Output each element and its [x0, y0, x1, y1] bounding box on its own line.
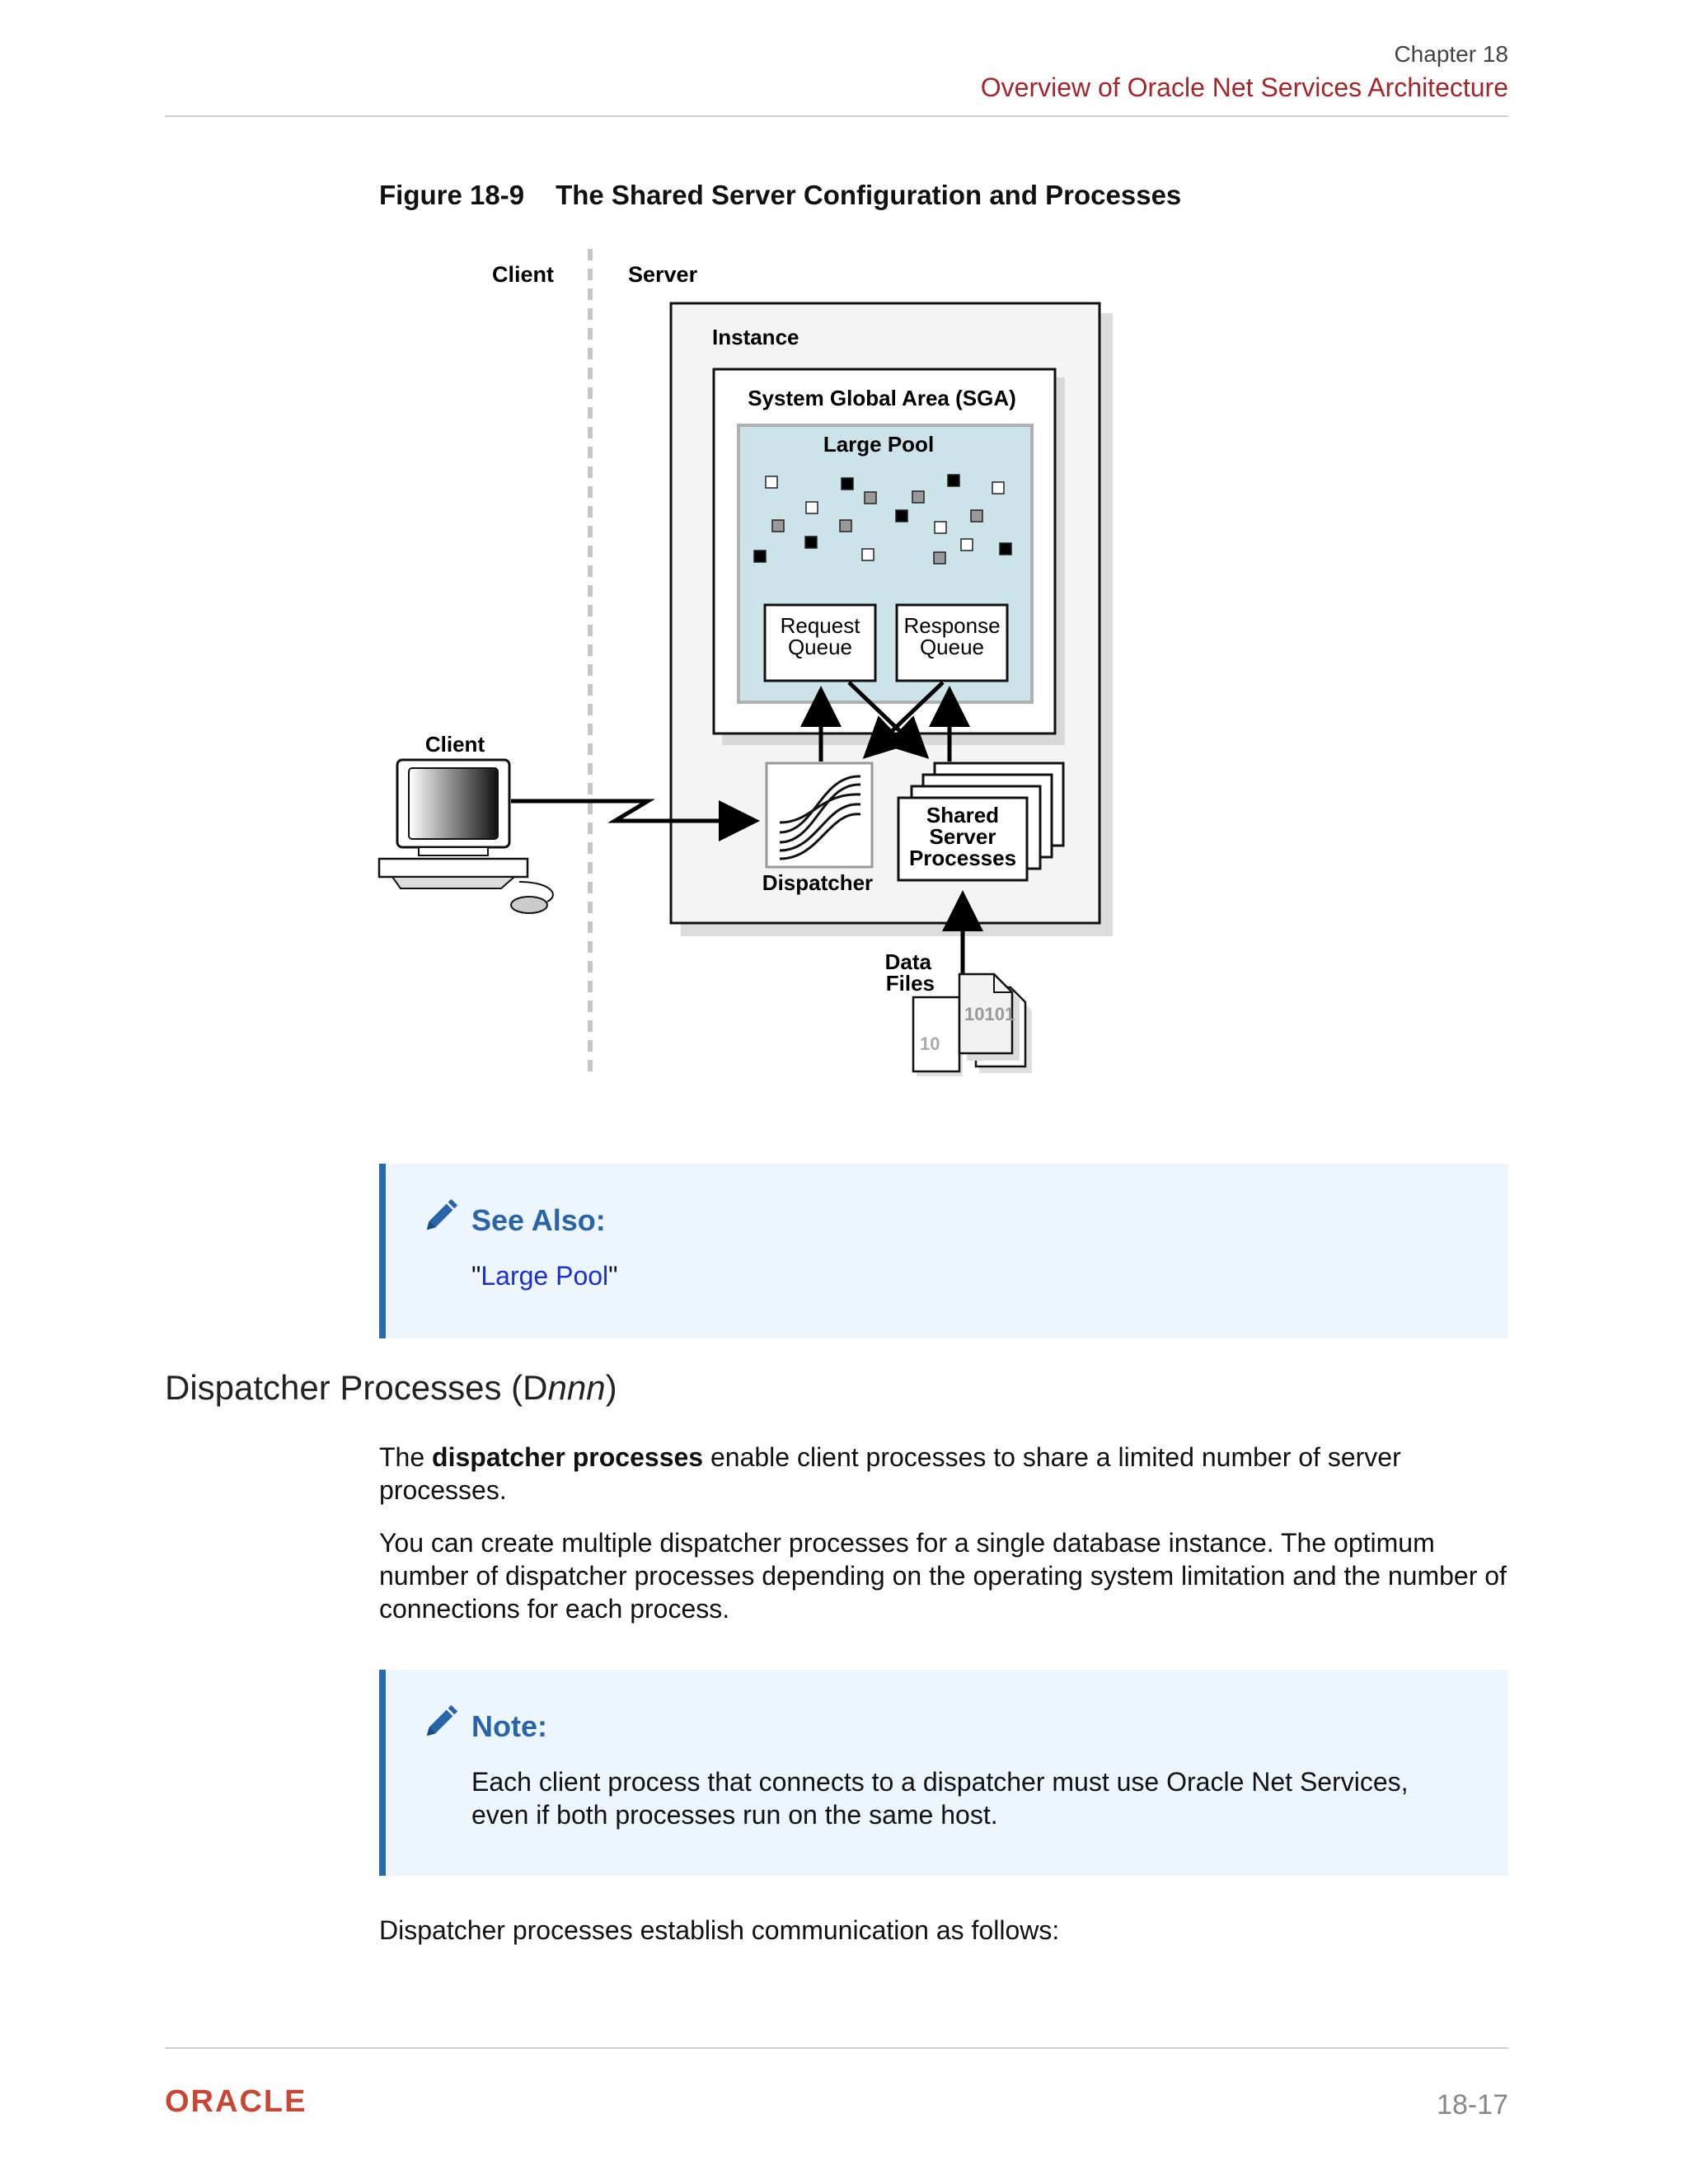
memory-block [771, 519, 785, 532]
section-heading-italic: nnn [547, 1368, 606, 1407]
paragraph-1-rest: enable client processes to share a limit… [379, 1442, 1401, 1505]
response-queue-label-line1: Response [903, 613, 1000, 638]
see-also-title: See Also: [471, 1203, 606, 1237]
shared-server-diagram: Client Server Instance System Global Are… [377, 249, 1113, 1076]
pencil-icon [426, 1704, 458, 1736]
memory-block [864, 491, 877, 504]
request-queue-box [763, 603, 877, 682]
memory-block [805, 501, 818, 514]
quote-open: " [471, 1261, 481, 1291]
memory-block [934, 521, 947, 534]
footer-rule [165, 2047, 1508, 2049]
memory-block [839, 519, 852, 532]
data-files-label-line2: Files [886, 971, 935, 996]
memory-block [992, 481, 1005, 494]
instance-label: Instance [712, 325, 799, 349]
data-file-text-front: 10101 [964, 1004, 1015, 1024]
figure-caption: Figure 18-9 The Shared Server Configurati… [379, 180, 1181, 211]
memory-block [861, 548, 874, 561]
sga-label: System Global Area (SGA) [748, 386, 1016, 410]
client-side-label: Client [492, 262, 554, 287]
paragraph-1: The dispatcher processes enable client p… [379, 1441, 1508, 1507]
figure-title: The Shared Server Configuration and Proc… [556, 180, 1182, 210]
pencil-icon [426, 1198, 458, 1230]
request-queue-label-line2: Queue [788, 635, 852, 659]
section-heading-prefix: Dispatcher Processes (D [165, 1368, 548, 1407]
oracle-logo: ORACLE [165, 2085, 307, 2118]
paragraph-3: Dispatcher processes establish communica… [379, 1915, 1060, 1945]
note-title: Note: [471, 1709, 547, 1743]
header-rule [165, 115, 1508, 117]
dispatcher-wave-icon [779, 775, 861, 860]
chapter-label: Chapter 18 [1394, 41, 1508, 67]
shared-server-label-line3: Processes [909, 846, 1016, 870]
memory-block [947, 474, 960, 487]
see-also-callout: See Also: "Large Pool" [379, 1164, 1508, 1338]
response-queue-box [895, 603, 1009, 682]
paragraph-2: You can create multiple dispatcher proce… [379, 1528, 1507, 1624]
memory-block [970, 509, 983, 523]
shared-server-label-line2: Server [930, 824, 996, 849]
dispatcher-label: Dispatcher [762, 870, 873, 895]
response-queue-label-line2: Queue [920, 635, 984, 659]
see-also-body: "Large Pool" [471, 1259, 1459, 1292]
memory-block [753, 550, 767, 563]
chapter-title: Overview of Oracle Net Services Architec… [980, 73, 1508, 102]
data-files-label-line1: Data [885, 949, 932, 974]
section-heading: Dispatcher Processes (Dnnn) [165, 1368, 617, 1408]
shared-server-box [897, 796, 1029, 882]
note-body: Each client process that connects to a d… [471, 1767, 1409, 1830]
paragraph-1-lead: The [379, 1442, 433, 1472]
memory-block [933, 551, 946, 565]
memory-block [765, 476, 778, 489]
client-to-dispatcher-connection [511, 799, 760, 841]
oracle-logo-text: ORACLE [165, 2085, 307, 2118]
note-callout: Note: Each client process that connects … [379, 1670, 1508, 1876]
client-computer-icon [377, 758, 554, 914]
data-files-icon: 10 01 10101 [912, 972, 1032, 1076]
memory-block [960, 538, 973, 551]
server-side-label: Server [628, 262, 698, 287]
figure-number: Figure 18-9 [379, 180, 525, 210]
client-label: Client [425, 732, 485, 757]
memory-block [804, 536, 818, 549]
quote-close: " [608, 1261, 618, 1291]
shared-server-label-line1: Shared [926, 803, 999, 827]
memory-blocks [753, 474, 1012, 565]
memory-block [912, 490, 925, 504]
data-file-text-left: 10 [920, 1033, 940, 1054]
paragraph-1-bold: dispatcher processes [432, 1442, 704, 1472]
memory-block [841, 477, 854, 490]
memory-block [999, 542, 1012, 555]
large-pool-link[interactable]: Large Pool [481, 1261, 609, 1291]
page-number: 18-17 [1437, 2089, 1508, 2121]
request-queue-label-line1: Request [781, 613, 861, 638]
large-pool-label: Large Pool [823, 432, 934, 457]
memory-block [895, 509, 908, 523]
section-heading-suffix: ) [605, 1368, 617, 1407]
request-to-shared-server-arrow [847, 681, 930, 759]
